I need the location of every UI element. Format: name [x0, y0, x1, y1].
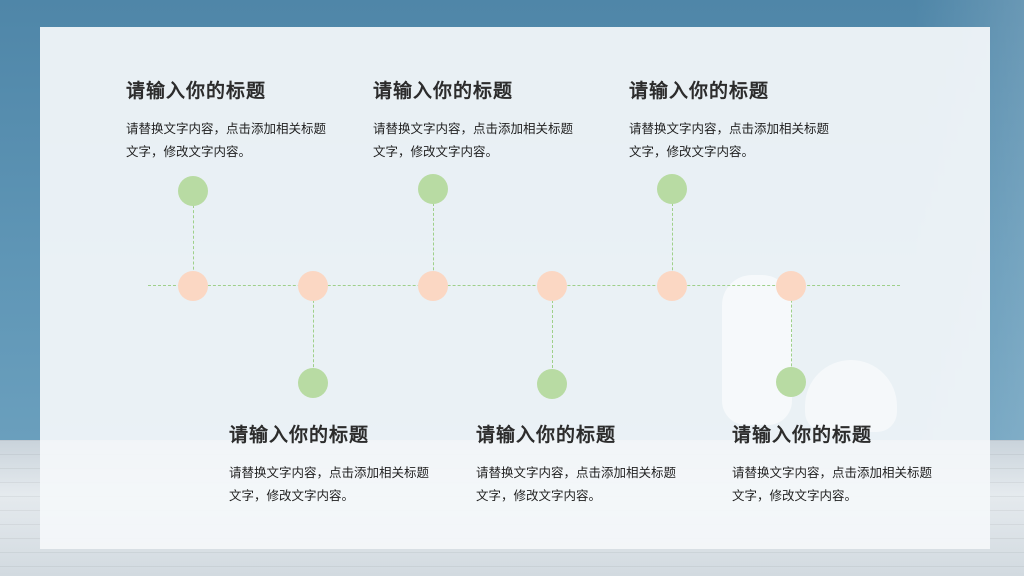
- item-title: 请输入你的标题: [732, 424, 873, 446]
- timeline-node-6: [776, 271, 806, 301]
- timeline-node-1: [178, 271, 208, 301]
- item-description: 请替换文字内容，点击添加相关标题文字，修改文字内容。: [126, 121, 327, 159]
- timeline-node-5: [657, 271, 687, 301]
- timeline-item-6: 请输入你的标题 请替换文字内容，点击添加相关标题文字，修改文字内容。: [732, 420, 972, 507]
- timeline-node-3: [418, 271, 448, 301]
- item-title: 请输入你的标题: [229, 424, 370, 446]
- branch-node-3: [418, 174, 448, 204]
- item-title: 请输入你的标题: [476, 424, 617, 446]
- timeline-item-3: 请输入你的标题 请替换文字内容，点击添加相关标题文字，修改文字内容。: [629, 76, 869, 163]
- connector-6: [791, 285, 792, 381]
- item-description: 请替换文字内容，点击添加相关标题文字，修改文字内容。: [629, 121, 830, 159]
- branch-node-4: [537, 369, 567, 399]
- item-description: 请替换文字内容，点击添加相关标题文字，修改文字内容。: [476, 465, 677, 503]
- item-title: 请输入你的标题: [629, 80, 770, 102]
- timeline-item-1: 请输入你的标题 请替换文字内容，点击添加相关标题文字，修改文字内容。: [126, 76, 366, 163]
- branch-node-1: [178, 176, 208, 206]
- timeline-item-4: 请输入你的标题 请替换文字内容，点击添加相关标题文字，修改文字内容。: [229, 420, 469, 507]
- connector-1: [193, 205, 194, 285]
- connector-5: [672, 203, 673, 285]
- timeline-node-2: [298, 271, 328, 301]
- timeline-item-2: 请输入你的标题 请替换文字内容，点击添加相关标题文字，修改文字内容。: [373, 76, 613, 163]
- connector-3: [433, 203, 434, 285]
- timeline-node-4: [537, 271, 567, 301]
- vase-decoration: [722, 275, 792, 425]
- branch-node-6: [776, 367, 806, 397]
- item-description: 请替换文字内容，点击添加相关标题文字，修改文字内容。: [732, 465, 933, 503]
- vase-decoration-small: [805, 360, 897, 432]
- connector-2: [313, 285, 314, 382]
- branch-node-2: [298, 368, 328, 398]
- connector-4: [552, 285, 553, 383]
- item-description: 请替换文字内容，点击添加相关标题文字，修改文字内容。: [229, 465, 430, 503]
- timeline-item-5: 请输入你的标题 请替换文字内容，点击添加相关标题文字，修改文字内容。: [476, 420, 716, 507]
- item-description: 请替换文字内容，点击添加相关标题文字，修改文字内容。: [373, 121, 574, 159]
- item-title: 请输入你的标题: [126, 80, 267, 102]
- timeline-axis: [148, 285, 900, 286]
- branch-node-5: [657, 174, 687, 204]
- item-title: 请输入你的标题: [373, 80, 514, 102]
